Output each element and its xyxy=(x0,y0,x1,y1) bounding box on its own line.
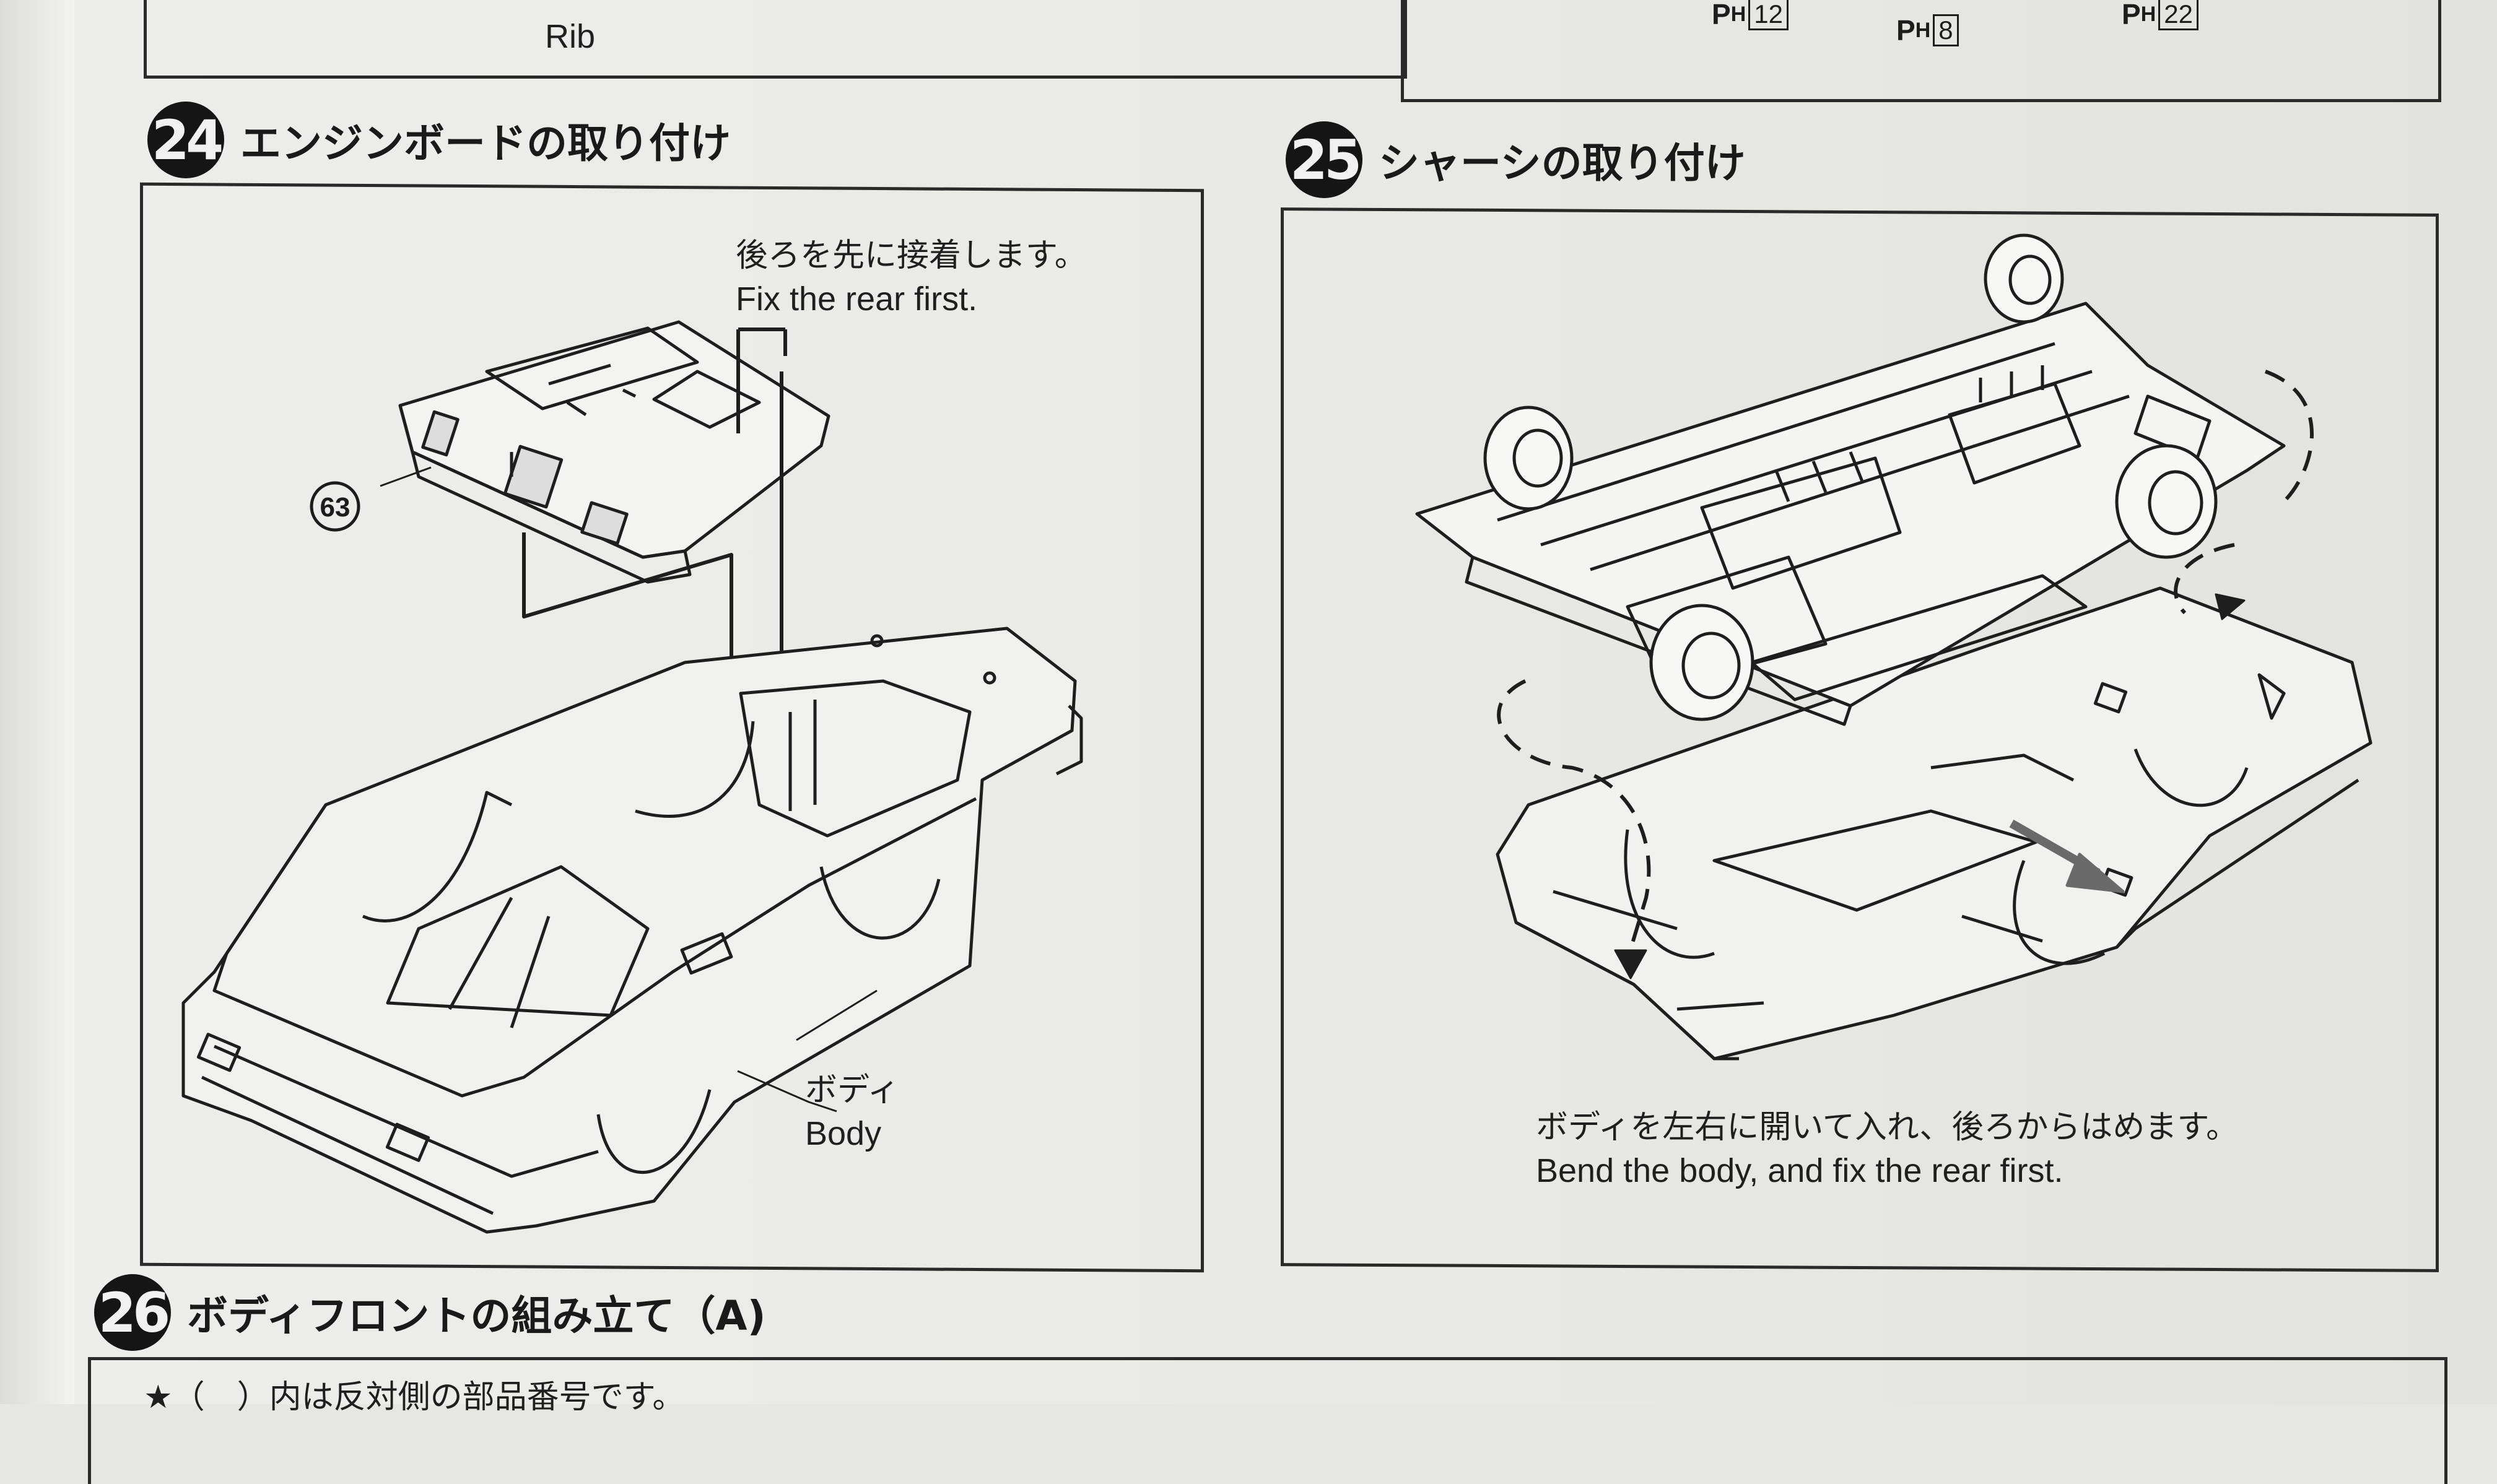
step-24-header: 24 エンジンボードの取り付け xyxy=(147,102,731,178)
page-spine xyxy=(0,0,74,1404)
step-25-note: ボディを左右に開いて入れ、後ろからはめます。 Bend the body, an… xyxy=(1536,1106,2238,1192)
wheel-front-left xyxy=(1483,406,1574,511)
part-63-callout: 63 xyxy=(310,481,360,532)
chassis-part xyxy=(1415,233,2286,726)
arrowhead-front xyxy=(1614,949,1647,979)
step-25-title: シャーシの取り付け xyxy=(1379,139,1746,187)
car-body-part xyxy=(1496,586,2373,1061)
step-25-number-badge: 25 xyxy=(1286,121,1362,198)
rib-label: Rib xyxy=(545,18,596,55)
step-26-number-badge: 26 xyxy=(94,1274,171,1351)
bend-direction-arrows xyxy=(1497,370,2314,960)
chassis-and-body-illustration xyxy=(1415,233,2373,1061)
car-body-part xyxy=(181,627,1083,1234)
step-26-note-ja: ★（ ）内は反対側の部品番号です。 xyxy=(144,1379,685,1416)
step-25-note-en: Bend the body, and fix the rear first. xyxy=(1536,1152,2063,1189)
engine-board-and-body-illustration xyxy=(181,320,1083,1234)
step-24-note-en: Fix the rear first. xyxy=(736,280,978,318)
step-24-number-badge: 24 xyxy=(147,102,224,178)
previous-step-frame-left xyxy=(144,0,1407,79)
open-body-arrow xyxy=(2009,819,2125,893)
engine-board-part xyxy=(398,320,830,584)
previous-step-frame-right xyxy=(1401,0,2441,102)
wheel-rear-right xyxy=(2115,444,2218,559)
step-26-header: 26 ボディフロントの組み立て（A) xyxy=(94,1274,766,1351)
body-label-en: Body xyxy=(805,1115,882,1152)
arrowhead-rear xyxy=(2215,593,2246,620)
step-25-note-ja: ボディを左右に開いて入れ、後ろからはめます。 xyxy=(1536,1109,2239,1146)
step-24-note-ja: 後ろを先に接着します。 xyxy=(736,237,1087,274)
body-label: ボディ Body xyxy=(805,1069,899,1155)
step-26-title: ボディフロントの組み立て（A) xyxy=(187,1292,766,1340)
wheel-front-right xyxy=(1649,604,1754,721)
step-26-note: ★（ ）内は反対側の部品番号です。 xyxy=(144,1376,684,1419)
wheel-rear-left xyxy=(1984,233,2064,324)
step-24-note: 後ろを先に接着します。 Fix the rear first. xyxy=(736,234,1087,321)
step-25-header: 25 シャーシの取り付け xyxy=(1286,121,1746,198)
body-label-ja: ボディ xyxy=(805,1072,900,1109)
part-63-number: 63 xyxy=(320,492,351,523)
step-24-title: エンジンボードの取り付け xyxy=(240,119,731,167)
